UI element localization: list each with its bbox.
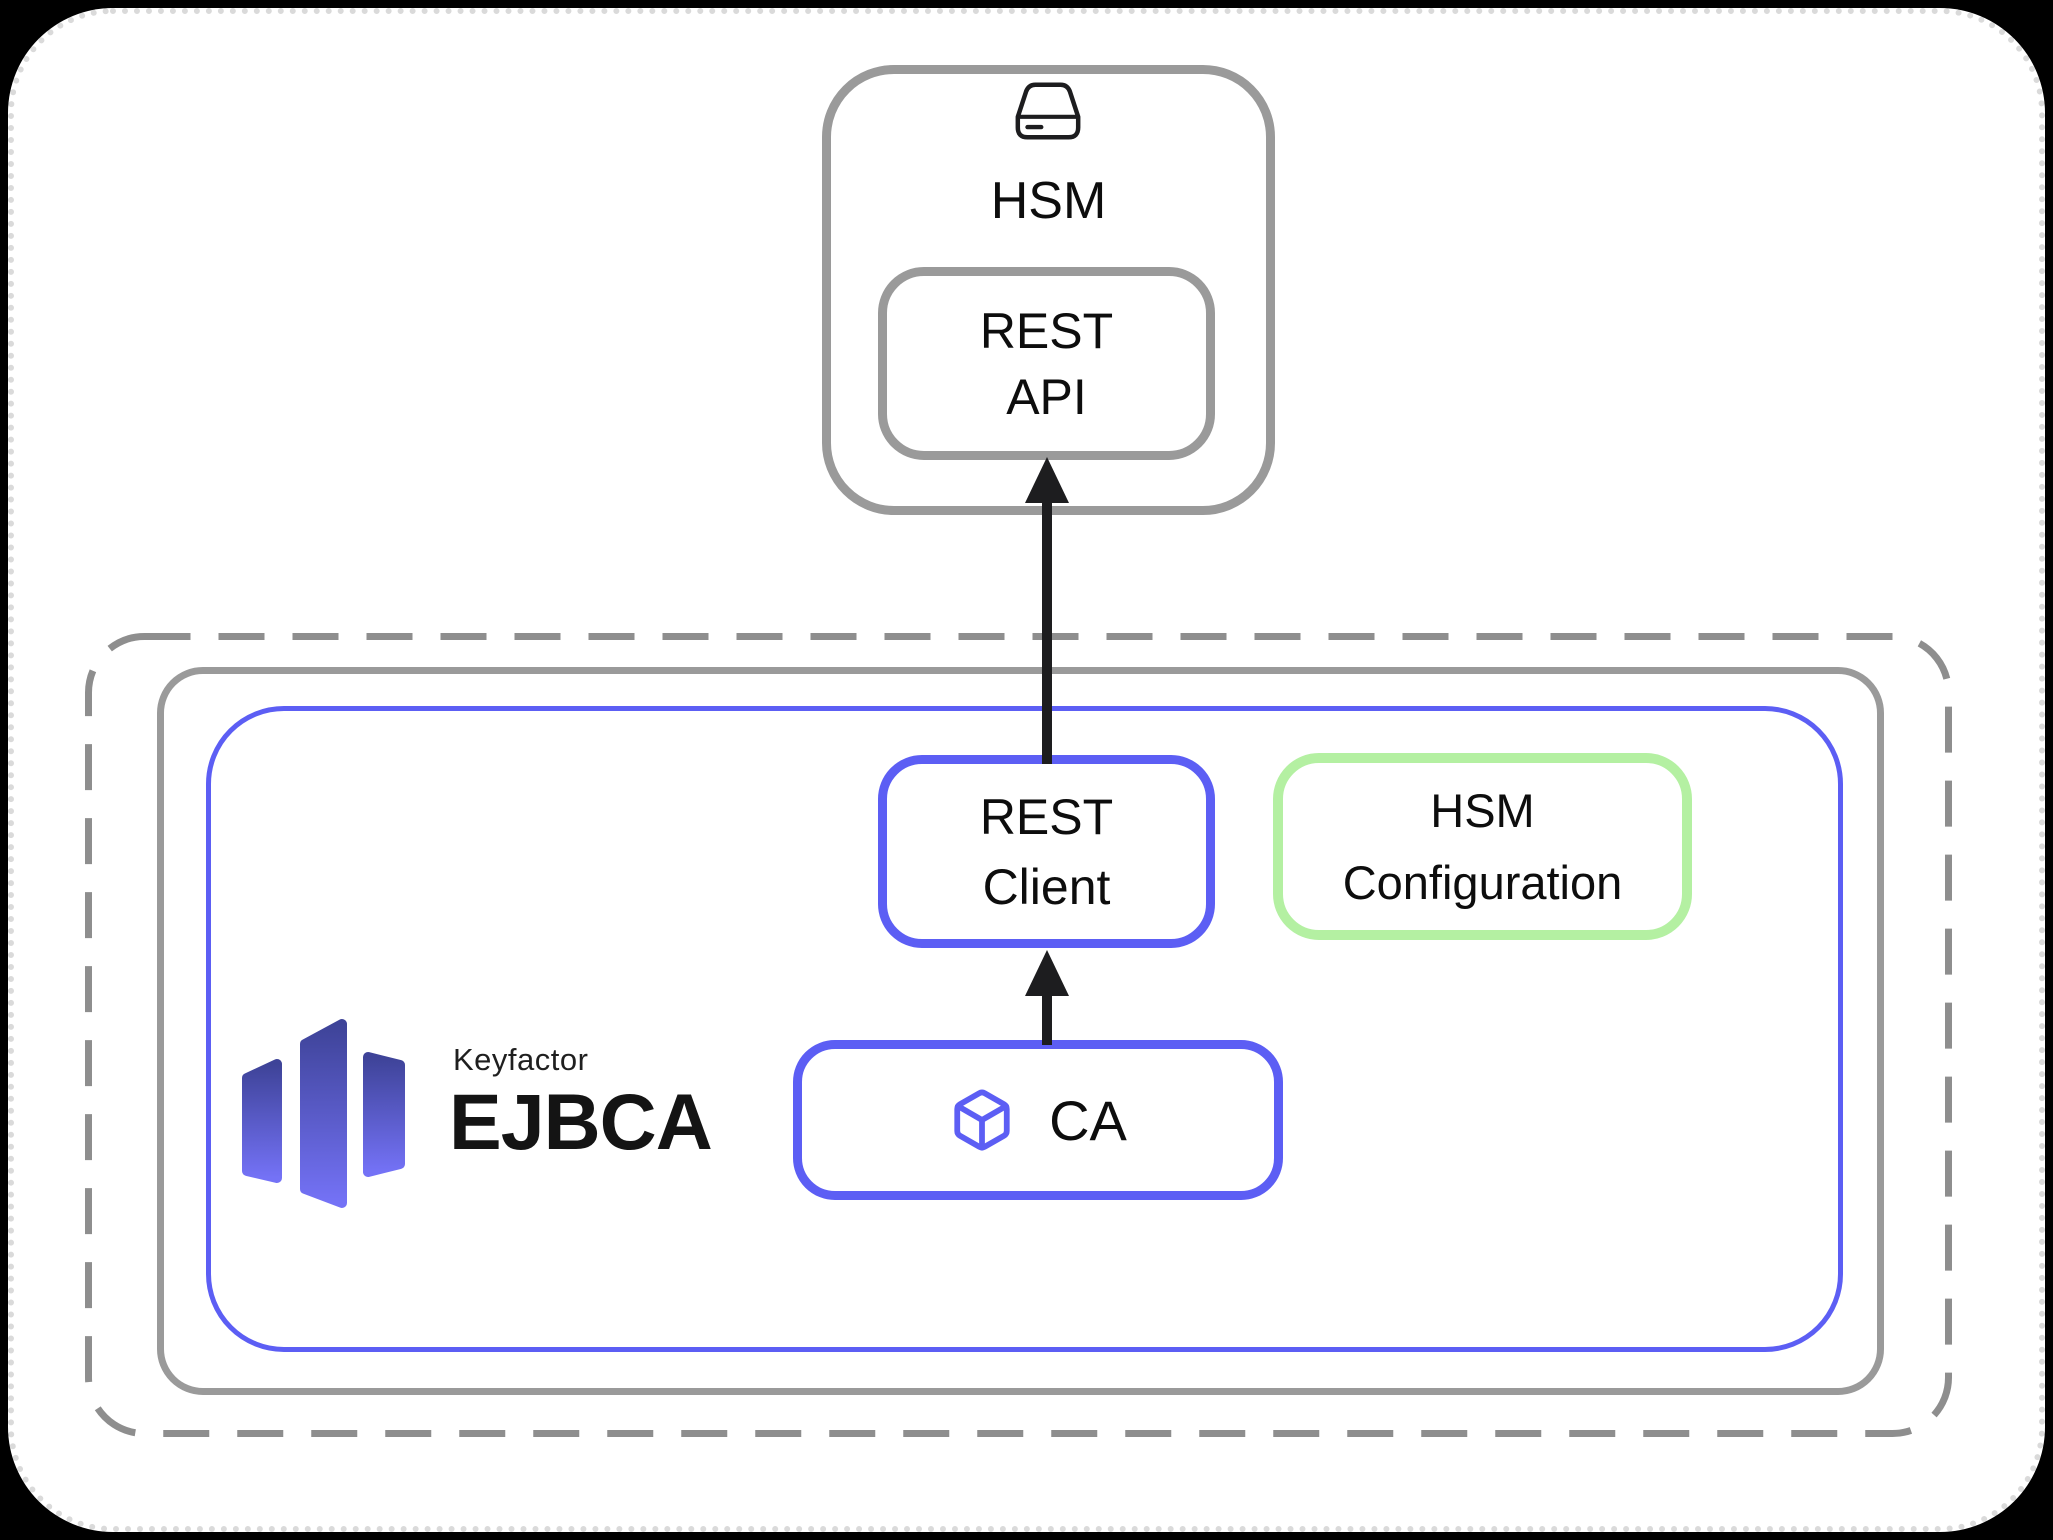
arrow-rest-client-to-rest-api	[1024, 457, 1070, 764]
arrow-ca-to-rest-client	[1024, 950, 1070, 1045]
rest-api-node-label: REST API	[979, 302, 1114, 425]
deployment-boundary-dashed-box	[85, 633, 1952, 1437]
ejbca-container-box	[206, 706, 1843, 1352]
ca-node: CA	[793, 1040, 1283, 1200]
hsm-drive-icon	[1015, 82, 1081, 140]
arrow-head-up-icon	[1025, 950, 1069, 996]
logo-product-text: EJBCA	[449, 1077, 713, 1166]
hsm-configuration-node-label: HSM Configuration	[1342, 783, 1623, 909]
hsm-node-label: HSM	[990, 172, 1107, 230]
hsm-configuration-node: HSM Configuration	[1273, 753, 1692, 940]
host-container-box	[157, 667, 1884, 1395]
cube-icon	[954, 1089, 1010, 1151]
arrow-head-up-icon	[1025, 457, 1069, 503]
logo-brand-text: Keyfactor	[453, 1042, 589, 1077]
arrow-shaft	[1042, 995, 1052, 1045]
arrow-shaft	[1042, 502, 1052, 764]
rest-client-node-label: REST Client	[979, 788, 1114, 915]
ca-node-label: CA	[1049, 1088, 1127, 1152]
keyfactor-logo-mark-icon	[242, 1019, 405, 1208]
rest-client-node: REST Client	[878, 755, 1215, 948]
rest-api-node: REST API	[878, 267, 1215, 460]
